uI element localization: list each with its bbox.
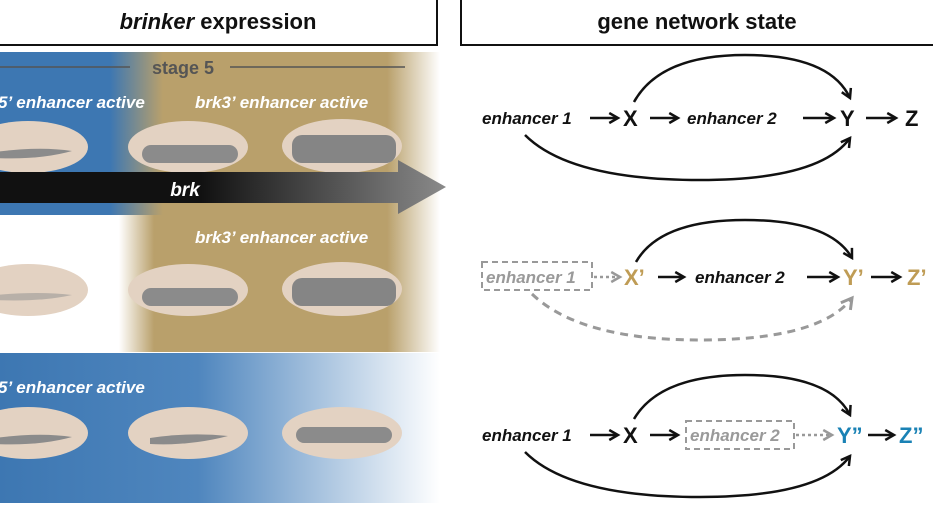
- node-y: Y’: [843, 265, 864, 290]
- embryo: [128, 264, 248, 316]
- inactive-enhancer-box: [481, 261, 593, 291]
- network-row-2: enhancer 1 X’ enhancer 2 Y’ Z’: [481, 218, 927, 342]
- row2-3-enhancer-label: brk3’ enhancer active: [195, 228, 368, 247]
- row1-3-enhancer-label: brk3’ enhancer active: [195, 93, 368, 112]
- embryo: [282, 119, 402, 173]
- brk-arrow: [0, 160, 446, 214]
- enhancer-1-label: enhancer 1: [482, 426, 572, 445]
- network-row-1: enhancer 1 X enhancer 2 Y Z: [482, 53, 918, 182]
- dashed-curved-arrow-bottom: [530, 292, 854, 342]
- network-row-3: enhancer 1 X enhancer 2 Y” Z”: [482, 373, 923, 499]
- enhancer-2-label: enhancer 2: [690, 426, 780, 445]
- enhancer-1-label: enhancer 1: [482, 109, 572, 128]
- node-y: Y: [840, 106, 855, 131]
- enhancer-2-label: enhancer 2: [695, 268, 785, 287]
- node-y: Y”: [837, 423, 863, 448]
- node-x: X: [623, 423, 638, 448]
- enhancer-2-label: enhancer 2: [687, 109, 777, 128]
- inactive-enhancer-box: [685, 420, 795, 450]
- left-header-box: [0, 0, 438, 46]
- embryo: [0, 264, 88, 316]
- embryo: [128, 407, 248, 459]
- left-header-title-rest: expression: [194, 9, 316, 34]
- brk-arrow-label: brk: [170, 180, 201, 201]
- curved-arrow-bottom: [524, 134, 852, 182]
- left-header-title-italic: brinker: [120, 9, 196, 34]
- node-z: Z”: [899, 423, 923, 448]
- curved-arrow-top: [634, 218, 854, 263]
- node-z: Z’: [907, 265, 927, 290]
- right-header-title: gene network state: [597, 9, 796, 34]
- embryo: [282, 262, 402, 316]
- enhancer-1-label: enhancer 1: [486, 268, 576, 287]
- embryo: [0, 121, 88, 173]
- node-z: Z: [905, 106, 918, 131]
- stage-label: stage 5: [152, 58, 214, 78]
- row1-5-enhancer-label: 5’ enhancer active: [0, 93, 145, 112]
- curved-arrow-bottom: [524, 451, 852, 499]
- curved-arrow-top: [632, 53, 853, 103]
- embryo: [128, 121, 248, 173]
- embryo: [282, 407, 402, 459]
- curved-arrow-top: [632, 373, 852, 420]
- node-x: X: [623, 106, 638, 131]
- left-header-title: brinker expression: [120, 9, 317, 34]
- node-x: X’: [624, 265, 645, 290]
- embryo: [0, 407, 88, 459]
- right-header-box: [460, 0, 933, 46]
- row3-5-enhancer-label: 5’ enhancer active: [0, 378, 145, 397]
